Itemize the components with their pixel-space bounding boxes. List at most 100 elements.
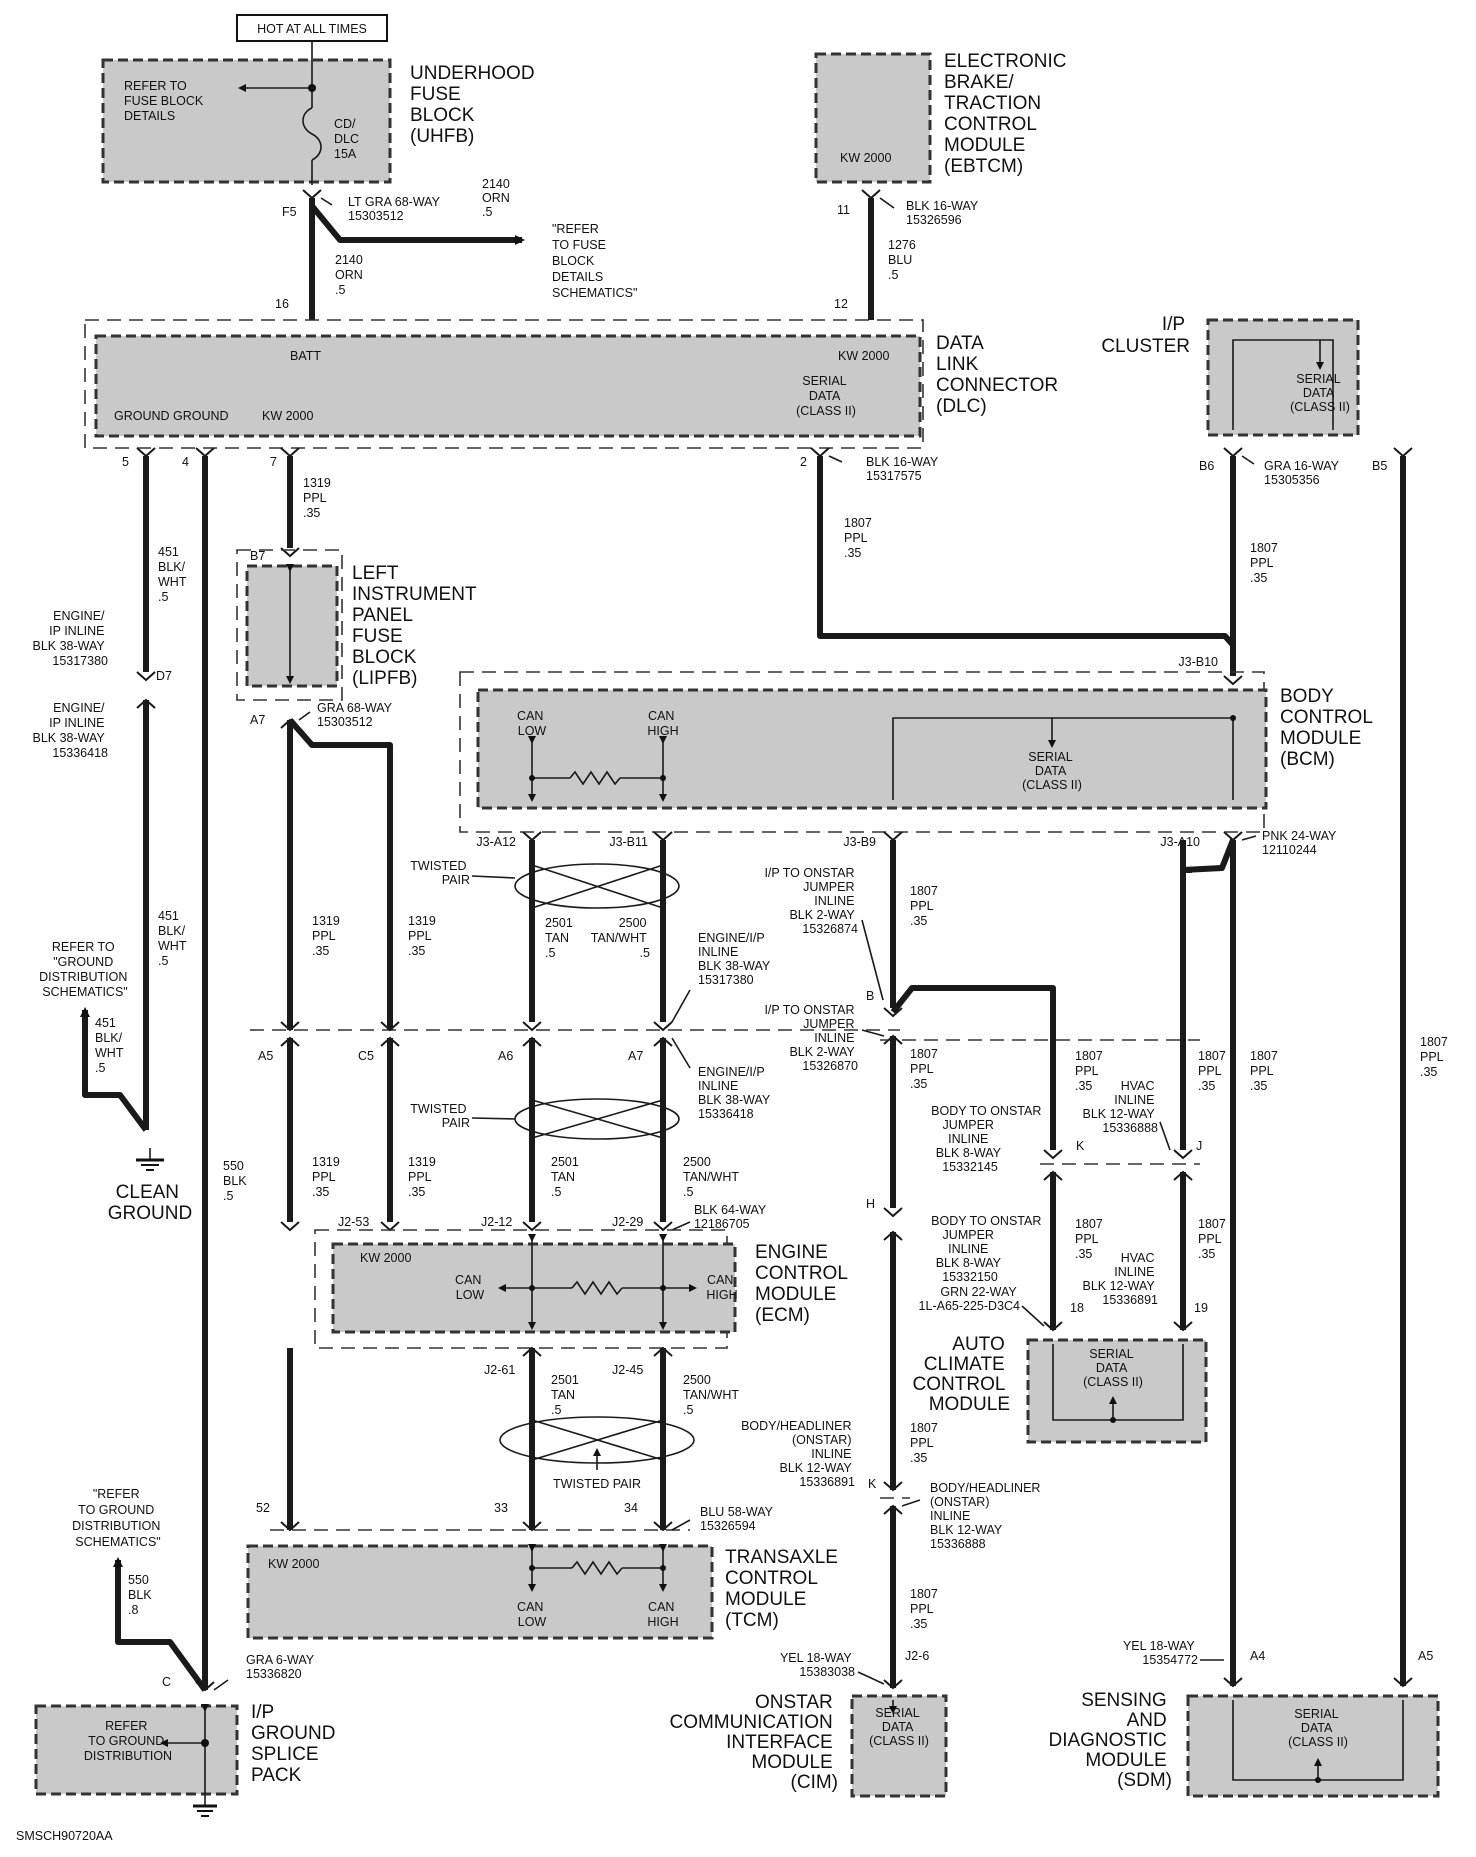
- twisted-pair-1-icon: [514, 863, 680, 909]
- ground-ref-1: REFER TO "GROUND DISTRIBUTION SCHEMATICS…: [39, 940, 131, 999]
- hot-label: HOT AT ALL TIMES: [257, 22, 367, 36]
- wire-1319-b-label: 1319 PPL .35: [408, 914, 439, 958]
- wire-1807-cluster-label: 1807 PPL .35: [1250, 541, 1281, 585]
- uhfb-box: [101, 58, 392, 184]
- ipgsp-note: REFER TO GROUND DISTRIBUTION: [84, 1719, 172, 1763]
- wire-451-b-label: 451 BLK/ WHT .5: [158, 909, 190, 968]
- conn-ipgsp-gra6: GRA 6-WAY 15336820: [246, 1653, 317, 1681]
- pin-j3a12: J3-A12: [476, 835, 516, 849]
- conn-body-onstar-1: BODY TO ONSTAR JUMPER INLINE BLK 8-WAY 1…: [931, 1104, 1045, 1174]
- conn-onstar-jumper-2: I/P TO ONSTAR JUMPER INLINE BLK 2-WAY 15…: [764, 1003, 858, 1073]
- wire-1807-b5-label: 1807 PPL .35: [1420, 1035, 1451, 1079]
- pin-j2-45: J2-45: [612, 1363, 643, 1377]
- wire-1807-serial-upper: [817, 456, 1236, 648]
- wire-451-c-label: 451 BLK/ WHT .5: [95, 1016, 127, 1075]
- conn-eng-ip-lower: ENGINE/I/P INLINE BLK 38-WAY 15336418: [698, 1065, 774, 1121]
- cim-name: ONSTAR COMMUNICATION INTERFACE MODULE (C…: [669, 1692, 838, 1793]
- pin-j2-29: J2-29: [612, 1215, 643, 1229]
- pin-j2-61: J2-61: [484, 1363, 515, 1377]
- conn-ecm-blk64: BLK 64-WAY 12186705: [694, 1203, 770, 1231]
- pin-7: 7: [270, 455, 277, 469]
- pin-16: 16: [275, 297, 289, 311]
- pin-j3b10: J3-B10: [1178, 655, 1218, 669]
- ecm-resistor-icon: [571, 1280, 623, 1296]
- diagram-code: SMSCH90720AA: [16, 1829, 113, 1843]
- pin-a5-sdm: A5: [1418, 1649, 1433, 1663]
- conn-dlc-blk16: BLK 16-WAY 15317575: [866, 455, 942, 483]
- clean-ground-name: CLEAN GROUND: [108, 1182, 192, 1224]
- conn-body-onstar-2: BODY TO ONSTAR JUMPER INLINE BLK 8-WAY 1…: [931, 1214, 1045, 1284]
- ebtcm-box: [814, 52, 932, 184]
- pin-12: 12: [834, 297, 848, 311]
- bcm-can-high: CAN HIGH: [647, 709, 678, 738]
- tcm-kw: KW 2000: [268, 1557, 319, 1571]
- pin-j2-6: J2-6: [905, 1649, 929, 1663]
- pin-18: 18: [1070, 1301, 1084, 1315]
- accm-serial: SERIAL DATA (CLASS II): [1083, 1347, 1143, 1389]
- conn-onstar-jumper-1: I/P TO ONSTAR JUMPER INLINE BLK 2-WAY 15…: [764, 866, 858, 936]
- conn-eng-ip-upper: ENGINE/I/P INLINE BLK 38-WAY 15317380: [698, 931, 774, 987]
- pin-h: H: [866, 1197, 875, 1211]
- conn-eng-ip-d7: ENGINE/ IP INLINE BLK 38-WAY 15317380: [32, 609, 108, 668]
- pin-j3b11: J3-B11: [609, 835, 648, 849]
- twisted-pair-2-label: TWISTED PAIR: [410, 1102, 470, 1130]
- wire-2140-left: 2140 ORN .5: [335, 253, 366, 297]
- wire-550-b: [113, 1557, 208, 1692]
- fuse-icon: [302, 107, 322, 161]
- tcm-name: TRANSAXLE CONTROL MODULE (TCM): [725, 1547, 843, 1631]
- dlc-batt: BATT: [290, 349, 321, 363]
- cim-box: [850, 1694, 948, 1798]
- pin-b7: B7: [250, 549, 265, 563]
- fuse-ref-note: "REFER TO FUSE BLOCK DETAILS SCHEMATICS": [552, 222, 637, 300]
- pin-b: B: [866, 989, 874, 1003]
- uhfb-fuse-label: CD/ DLC 15A: [334, 117, 363, 161]
- clean-ground-icon: [136, 1148, 164, 1171]
- dlc-name: DATA LINK CONNECTOR (DLC): [936, 333, 1063, 417]
- wire-2500-c-label: 2500 TAN/WHT .5: [683, 1373, 742, 1417]
- wire-1807-d-label: 1807 PPL .35: [910, 1421, 941, 1465]
- dlc-box: [94, 334, 922, 438]
- conn-eng-ip-d7b: ENGINE/ IP INLINE BLK 38-WAY 15336418: [32, 701, 108, 760]
- pin-c: C: [162, 1675, 171, 1689]
- ipgsp-name: I/P GROUND SPLICE PACK: [251, 1702, 341, 1786]
- twisted-pair-2-lines: [531, 1099, 664, 1139]
- bcm-name: BODY CONTROL MODULE (BCM): [1280, 686, 1377, 770]
- pin-a5: A5: [258, 1049, 273, 1063]
- conn-hvac-1: HVAC INLINE BLK 12-WAY 15336888: [1082, 1079, 1158, 1135]
- pin-c5: C5: [358, 1049, 374, 1063]
- pin-j3b9: J3-B9: [843, 835, 876, 849]
- pin-a6: A6: [498, 1049, 513, 1063]
- sdm-name: SENSING AND DIAGNOSTIC MODULE (SDM): [1048, 1690, 1172, 1791]
- ecm-name: ENGINE CONTROL MODULE (ECM): [755, 1242, 852, 1326]
- conn-hvac-2: HVAC INLINE BLK 12-WAY 15336891: [1082, 1251, 1158, 1307]
- pin-f5: F5: [282, 205, 297, 219]
- dlc-serial: SERIAL DATA (CLASS II): [796, 374, 856, 418]
- pin-2: 2: [800, 455, 807, 469]
- conn-ebtcm-blk16: BLK 16-WAY 15326596: [906, 199, 982, 227]
- tcm-can-low: CAN LOW: [517, 1600, 547, 1629]
- pin-19: 19: [1194, 1301, 1208, 1315]
- pin-52: 52: [256, 1501, 270, 1515]
- pin-a4: A4: [1250, 1649, 1265, 1663]
- twisted-pair-3-lines: [531, 1419, 664, 1461]
- conn-accm-grn22: GRN 22-WAY 1L-A65-225-D3C4: [919, 1285, 1020, 1313]
- ipgsp-ground-icon: [193, 1794, 217, 1817]
- pin-j2-53: J2-53: [338, 1215, 369, 1229]
- wire-1807-e-label: 1807 PPL .35: [910, 1587, 941, 1631]
- wire-1807-c-label: 1807 PPL .35: [910, 1047, 941, 1091]
- pin-34: 34: [624, 1501, 638, 1515]
- wire-550-b-label: 550 BLK .8: [128, 1573, 155, 1617]
- wire-2501-b-label: 2501 TAN .5: [551, 1155, 582, 1199]
- conn-lipfb-gra68: GRA 68-WAY 15303512: [317, 701, 395, 729]
- dlc-outline: [84, 319, 924, 449]
- pin-k-upper: K: [1076, 1139, 1085, 1153]
- conn-cluster-gra16: GRA 16-WAY 15305356: [1264, 459, 1342, 487]
- conn-cim-yel18: YEL 18-WAY 15383038: [780, 1651, 855, 1679]
- dlc-kw-right: KW 2000: [838, 349, 889, 363]
- tcm-box: [246, 1544, 714, 1640]
- twisted-pair-3-label: TWISTED PAIR: [553, 1477, 641, 1491]
- conn-sdm-yel18: YEL 18-WAY 15354772: [1123, 1639, 1198, 1667]
- conn-tcm-blu58: BLU 58-WAY 15326594: [700, 1505, 776, 1533]
- ebtcm-name: ELECTRONIC BRAKE/ TRACTION CONTROL MODUL…: [944, 51, 1072, 177]
